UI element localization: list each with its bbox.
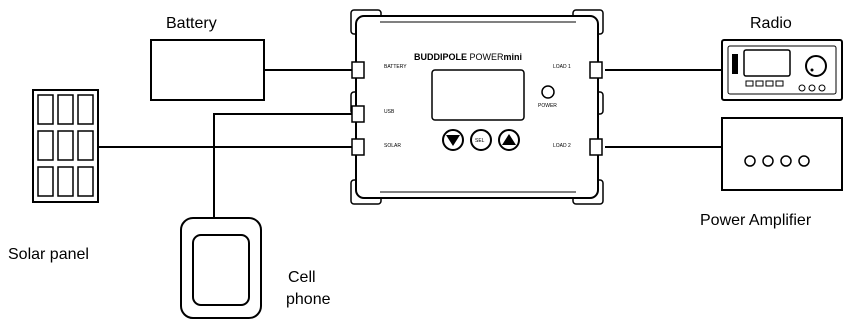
port-label-usb: USB <box>384 109 395 115</box>
amplifier-body <box>721 117 843 191</box>
cell-phone-label-line2: phone <box>286 291 331 308</box>
battery-label: Battery <box>166 15 217 32</box>
sel-button-label: SEL <box>475 138 485 144</box>
device-brand: BUDDIPOLE POWERmini <box>414 52 522 62</box>
powermini-device: BUDDIPOLE POWERmini BATTERY USB SOLAR LO… <box>350 9 604 205</box>
brand-bold: BUDDIPOLE <box>414 52 467 62</box>
port-label-battery: BATTERY <box>384 64 407 70</box>
amplifier-knob <box>798 155 810 167</box>
radio-side-buttons <box>732 54 738 74</box>
radio-display <box>743 49 791 77</box>
radio-small-knob <box>808 84 816 92</box>
power-label: POWER <box>538 103 557 109</box>
solar-cell <box>57 130 74 161</box>
solar-cell <box>37 130 54 161</box>
cell-phone-label-line1: Cell <box>288 269 316 286</box>
radio-tuning-knob <box>805 55 827 77</box>
brand-regular: POWER <box>467 52 504 62</box>
radio-key <box>765 80 774 87</box>
solar-cell <box>77 94 94 125</box>
down-arrow-icon <box>446 135 460 146</box>
solar-cell <box>77 166 94 197</box>
solar-cell <box>77 130 94 161</box>
wire-usb <box>213 113 356 218</box>
power-led <box>541 85 555 99</box>
amplifier-knob <box>780 155 792 167</box>
amplifier-label: Power Amplifier <box>700 212 812 229</box>
solar-cell <box>37 94 54 125</box>
radio-label: Radio <box>750 15 792 32</box>
solar-panel: Solar panel <box>8 89 99 263</box>
radio-small-knob <box>798 84 806 92</box>
radio: Radio <box>721 15 843 101</box>
cell-phone: Cell phone <box>180 217 331 319</box>
sel-button <box>470 129 492 151</box>
brand-mini: mini <box>504 52 523 62</box>
battery: Battery <box>150 15 265 101</box>
battery-box <box>150 39 265 101</box>
radio-key <box>745 80 754 87</box>
port-label-load1: LOAD 1 <box>553 64 571 70</box>
port-connector-load1 <box>589 61 603 79</box>
port-connector-load2 <box>589 138 603 156</box>
solar-cell <box>57 166 74 197</box>
solar-cell <box>37 166 54 197</box>
port-connector-usb <box>351 105 365 123</box>
radio-key <box>775 80 784 87</box>
wires <box>98 69 722 218</box>
amplifier-knob <box>744 155 756 167</box>
amplifier-knob <box>762 155 774 167</box>
port-connector-battery <box>351 61 365 79</box>
port-connector-solar <box>351 138 365 156</box>
radio-knob-dot <box>810 68 814 72</box>
radio-small-knob <box>818 84 826 92</box>
solar-cell <box>57 94 74 125</box>
solar-panel-label: Solar panel <box>8 246 89 263</box>
lcd-display <box>431 69 525 121</box>
port-label-solar: SOLAR <box>384 143 401 149</box>
up-arrow-icon <box>502 134 516 145</box>
power-amplifier: Power Amplifier <box>700 117 843 229</box>
radio-key <box>755 80 764 87</box>
phone-screen <box>192 234 250 306</box>
port-label-load2: LOAD 2 <box>553 143 571 149</box>
